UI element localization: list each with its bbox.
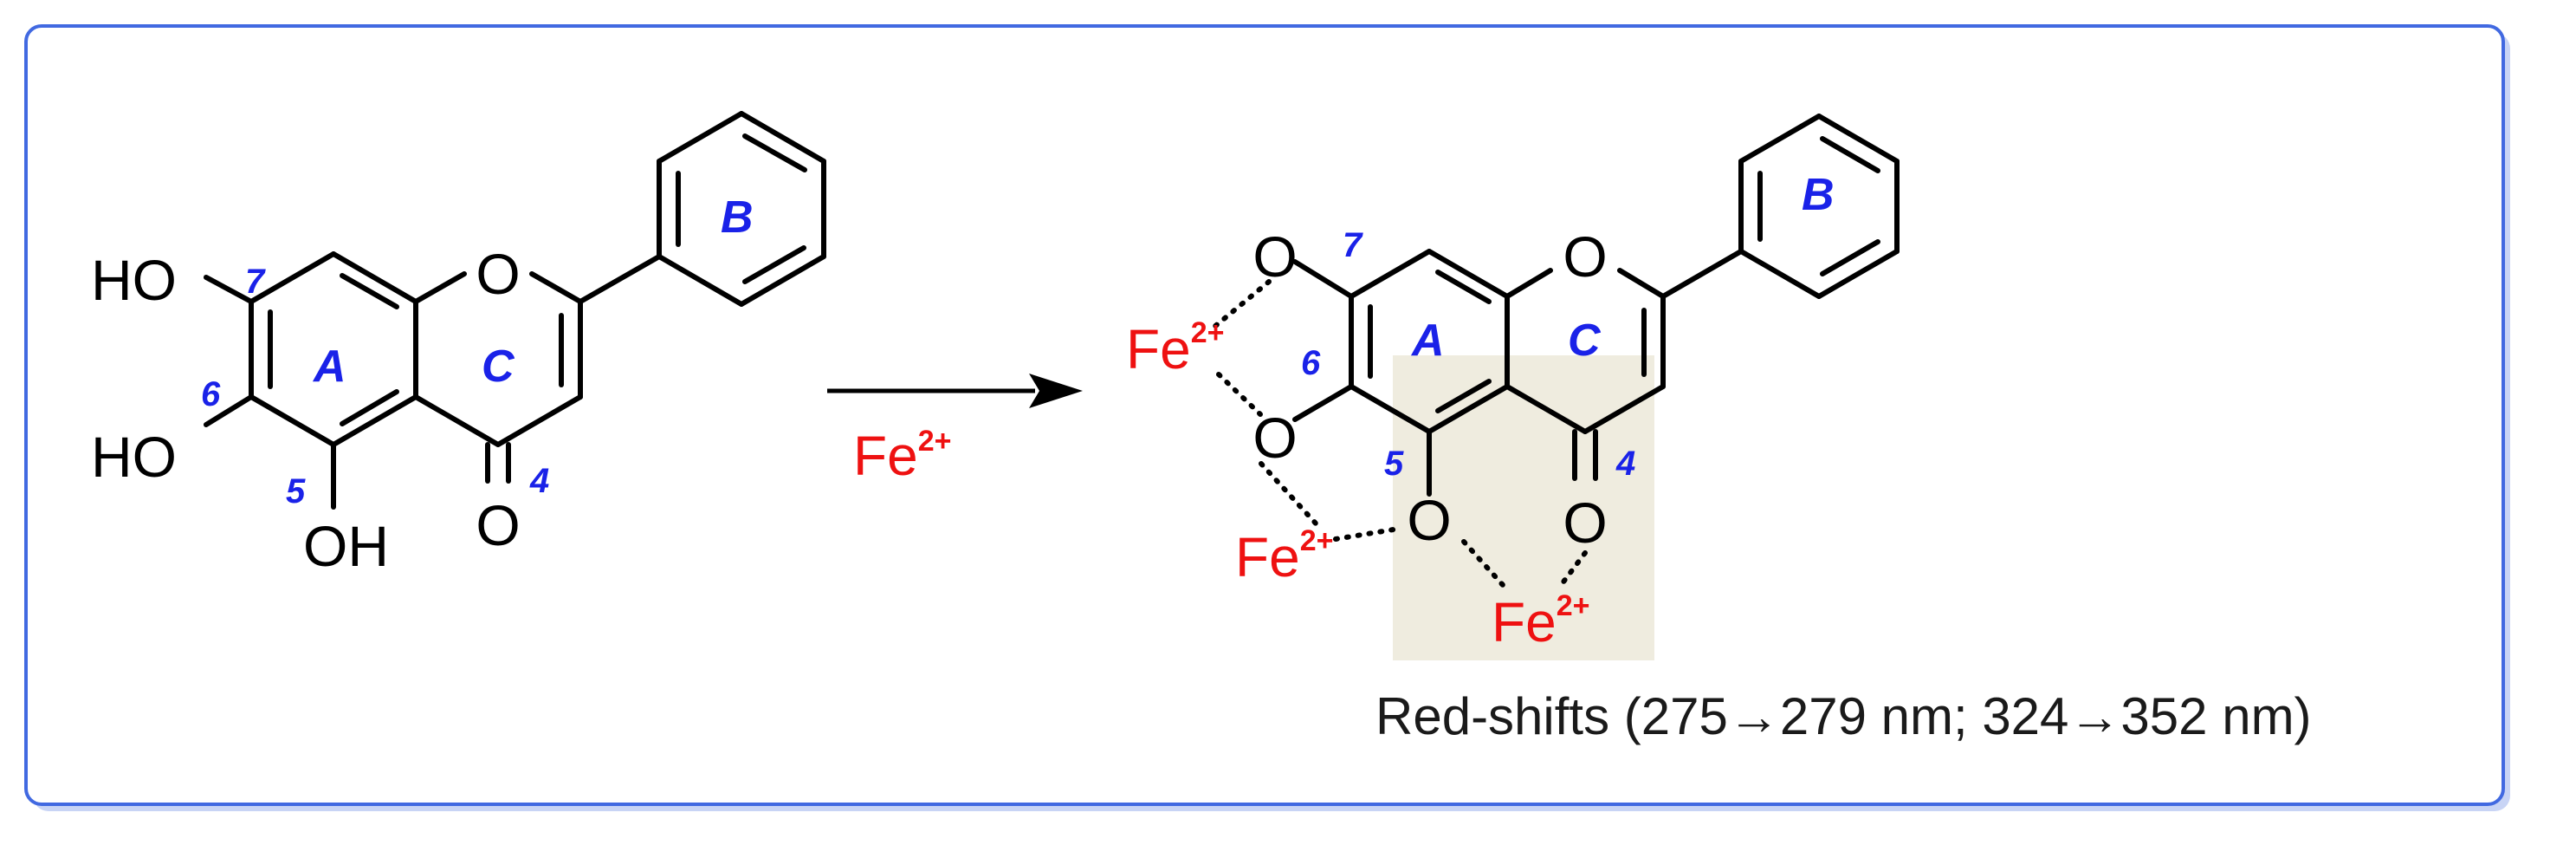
reactant-hydroxyl-7: HO xyxy=(91,248,177,312)
reactant-position-4: 4 xyxy=(529,462,549,500)
reactant-labels: HO HO OH O O 7 6 5 4 A C B xyxy=(91,192,754,578)
reactant-ring-c-label: C xyxy=(482,341,515,392)
reactant-position-5: 5 xyxy=(286,472,306,510)
product-position-7: 7 xyxy=(1343,226,1363,264)
product-iron-1-symbol: Fe xyxy=(1126,318,1191,380)
product-iron-1-charge: 2+ xyxy=(1191,316,1225,349)
reaction-arrow xyxy=(827,374,1083,408)
product-molecule: O O O O O 7 6 5 4 A C B Fe2+ Fe2+ Fe2+ xyxy=(1126,114,1900,660)
product-ring-a-label: A xyxy=(1410,315,1445,366)
product-iron-3-symbol: Fe xyxy=(1492,591,1557,653)
product-bonds xyxy=(1292,114,1900,497)
product-carbonyl-oxygen: O xyxy=(1563,491,1607,555)
reactant-position-7: 7 xyxy=(245,263,266,301)
product-iron-2-charge: 2+ xyxy=(1300,524,1334,557)
reactant-hydroxyl-6: HO xyxy=(91,425,177,489)
product-iron-1: Fe2+ xyxy=(1126,316,1224,380)
product-oxygen-6: O xyxy=(1252,406,1297,470)
product-iron-3: Fe2+ xyxy=(1492,589,1589,653)
reagent-label: Fe2+ xyxy=(853,425,951,487)
product-iron-2: Fe2+ xyxy=(1235,524,1333,588)
reactant-ring-oxygen: O xyxy=(476,242,520,306)
product-labels: O O O O O 7 6 5 4 A C B Fe2+ Fe2+ Fe2+ xyxy=(1126,170,1835,653)
reactant-ring-a-label: A xyxy=(312,341,346,392)
product-position-5: 5 xyxy=(1384,445,1404,483)
coordination-bonds xyxy=(1207,279,1588,590)
product-position-6: 6 xyxy=(1301,344,1321,382)
product-oxygen-5: O xyxy=(1407,488,1451,552)
reactant-bonds xyxy=(204,111,826,510)
chelation-highlight xyxy=(1393,355,1654,660)
product-oxygen-7: O xyxy=(1252,224,1297,289)
reactant-ring-b-label: B xyxy=(721,192,754,243)
reactant-carbonyl-oxygen: O xyxy=(476,493,520,557)
reactant-hydroxyl-5: OH xyxy=(303,514,389,578)
reagent-charge: 2+ xyxy=(918,425,952,458)
product-iron-3-charge: 2+ xyxy=(1557,589,1590,622)
reagent-symbol: Fe xyxy=(853,425,918,487)
red-shift-caption: Red-shifts (275→279 nm; 324→352 nm) xyxy=(1375,687,2312,745)
product-ring-c-label: C xyxy=(1568,315,1602,366)
reactant-molecule: HO HO OH O O 7 6 5 4 A C B xyxy=(91,111,826,578)
product-position-4: 4 xyxy=(1615,445,1635,483)
frame xyxy=(24,24,2505,806)
product-ring-oxygen: O xyxy=(1563,224,1607,289)
product-iron-2-symbol: Fe xyxy=(1235,526,1300,588)
reactant-position-6: 6 xyxy=(201,375,221,413)
product-ring-b-label: B xyxy=(1802,170,1835,220)
